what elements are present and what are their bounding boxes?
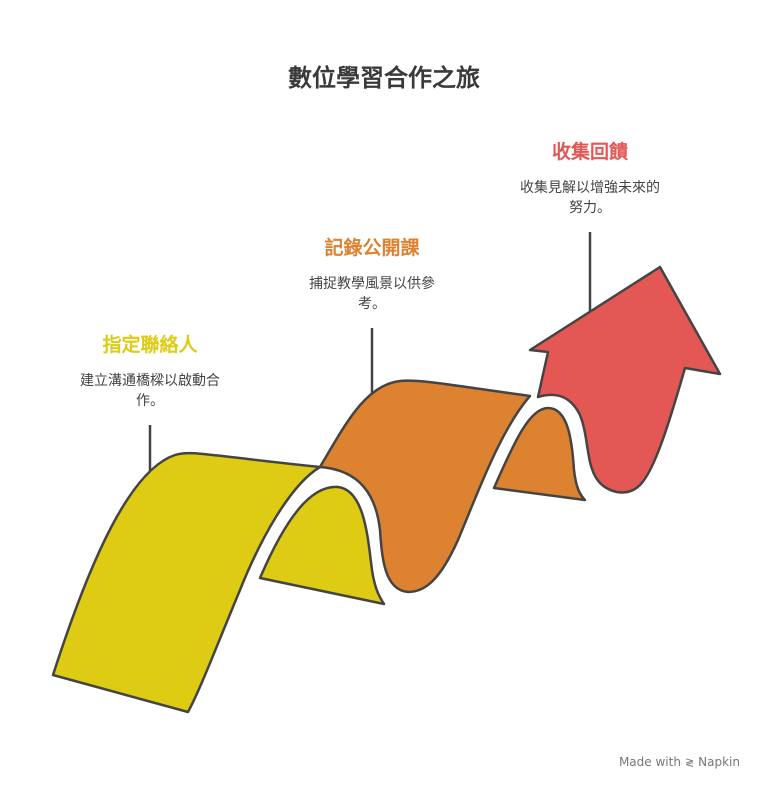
red-arrow	[528, 265, 722, 494]
step-2-label: 記錄公開課	[324, 237, 420, 259]
napkin-watermark: Made with ≷ Napkin	[619, 755, 740, 769]
orange-ribbon-front	[318, 379, 532, 594]
step-3-desc-line2: 努力。	[569, 200, 611, 216]
step-1-desc-line2: 作。	[136, 393, 164, 409]
step-3-label: 收集回饋	[551, 141, 628, 163]
napkin-logo-icon: ≷	[684, 755, 695, 769]
orange-ribbon-back	[492, 406, 587, 502]
napkin-brand-text: Napkin	[698, 755, 740, 769]
step-1-label: 指定聯絡人	[102, 334, 198, 356]
step-3-desc-line1: 收集見解以增強未來的	[520, 180, 660, 196]
step-1-desc-line1: 建立溝通橋樑以啟動合	[80, 373, 220, 389]
yellow-ribbon-front	[51, 451, 322, 714]
yellow-ribbon-back	[258, 485, 386, 606]
step-2-desc-line1: 捕捉教學風景以供參	[309, 276, 435, 292]
step-2-desc-line2: 考。	[358, 296, 386, 312]
page-title: 數位學習合作之旅	[288, 64, 480, 92]
made-with-text: Made with	[618, 755, 681, 769]
